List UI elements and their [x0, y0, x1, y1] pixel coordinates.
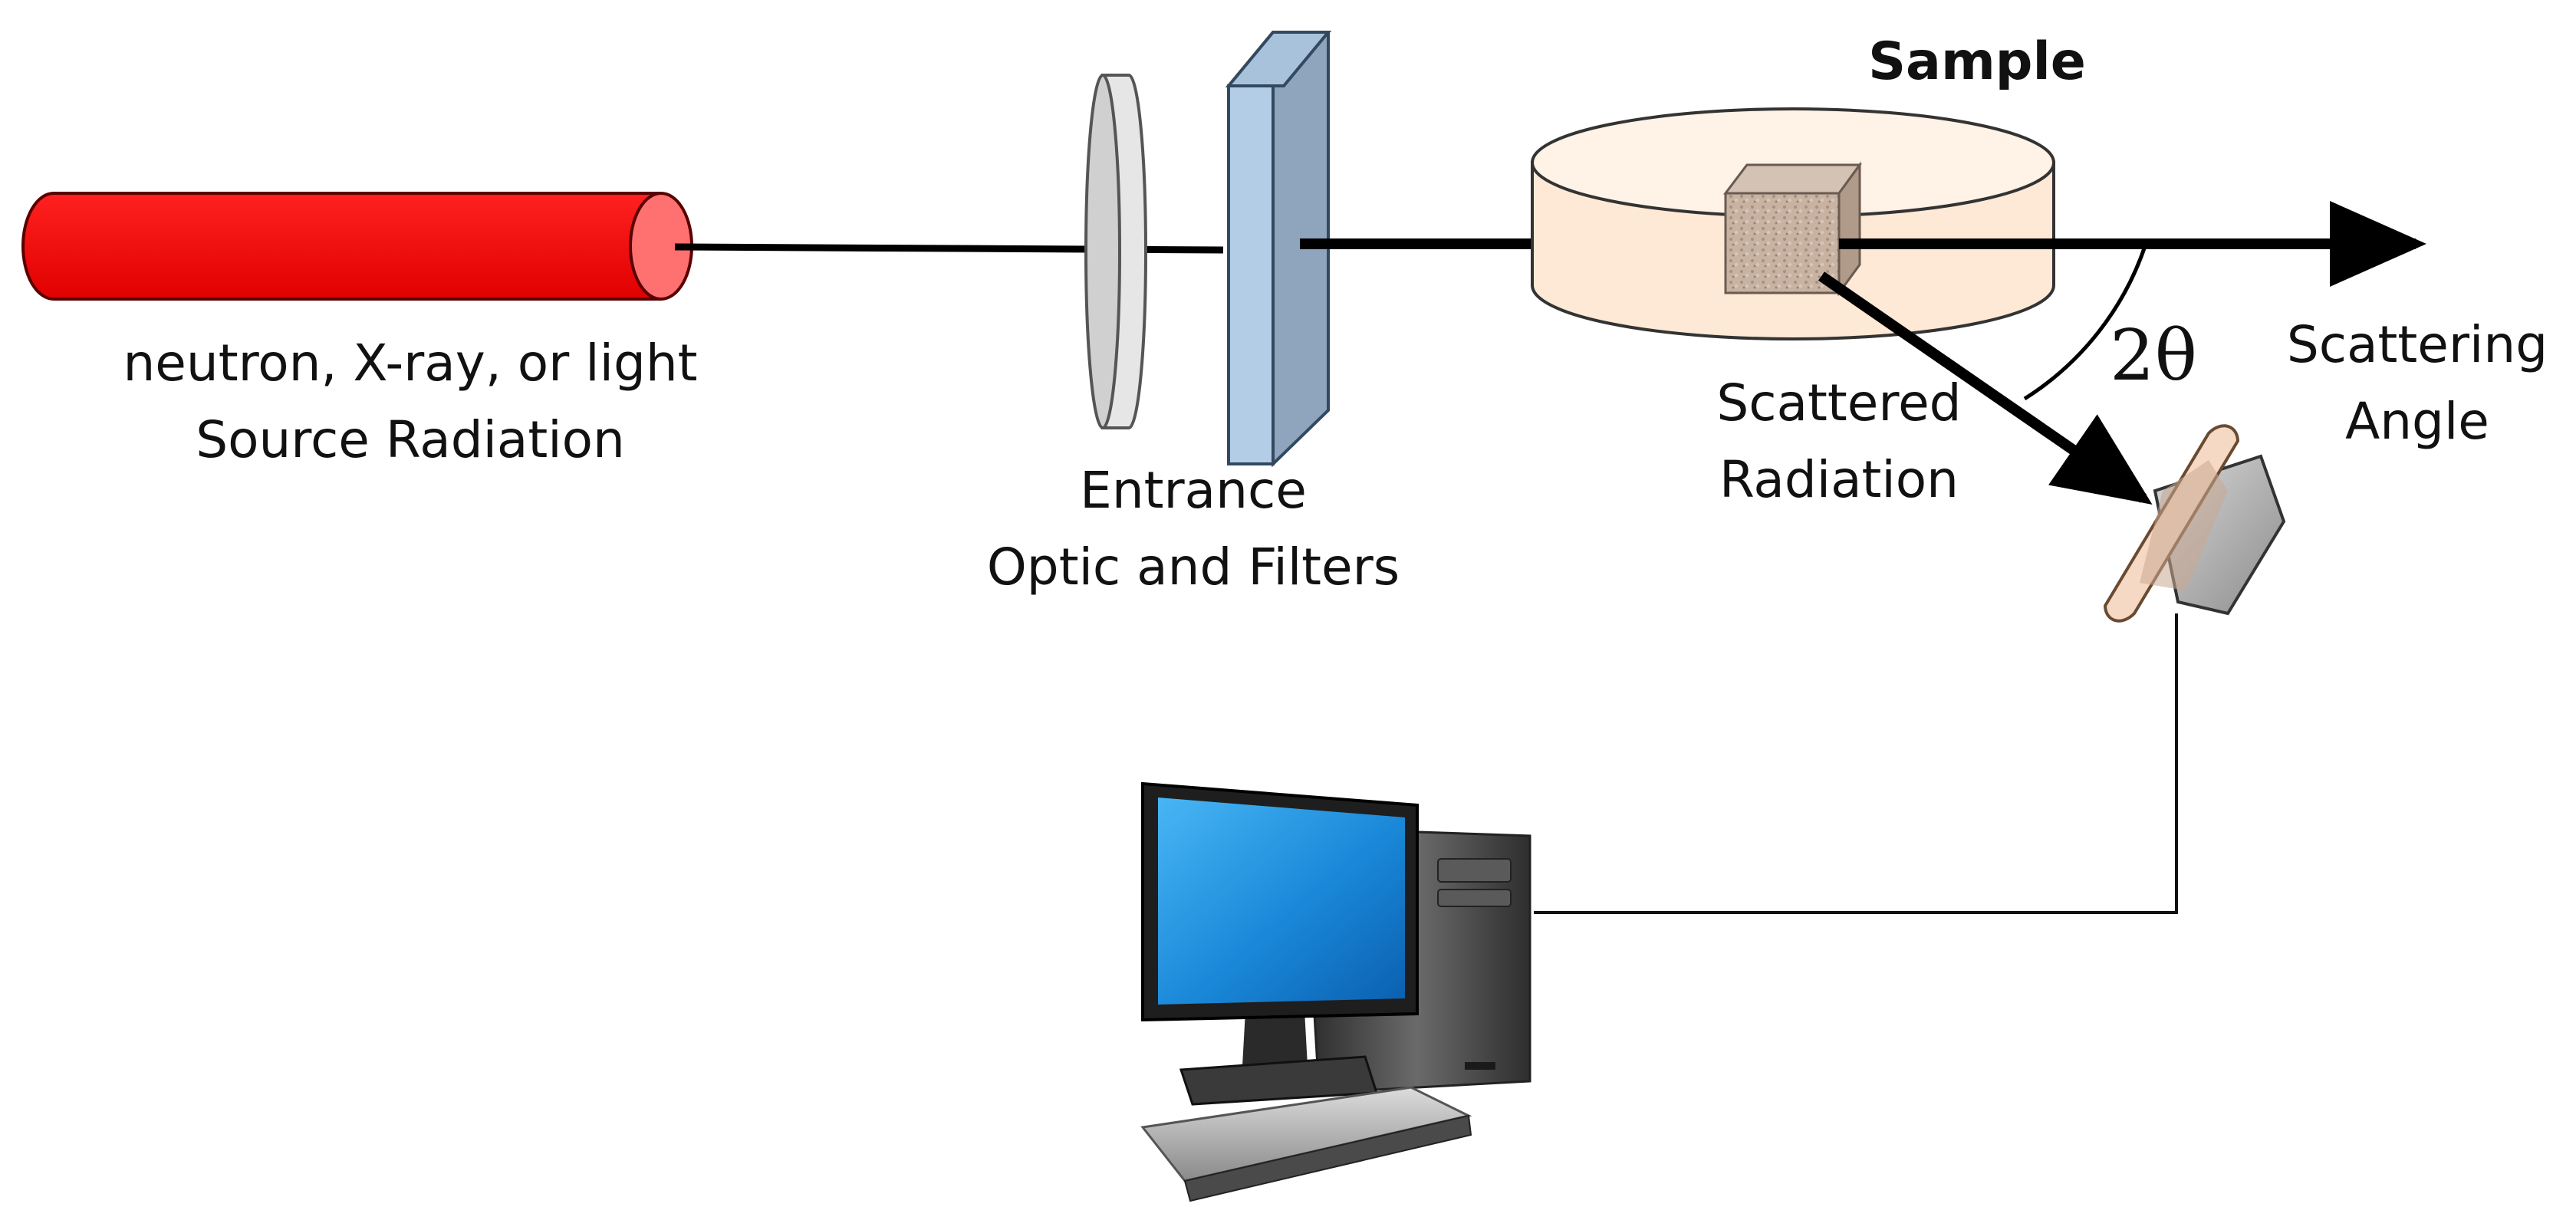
monitor-screen — [1158, 798, 1405, 1005]
label-scattered-line1: Scattered — [1716, 373, 1961, 432]
source-cylinder — [21, 192, 693, 301]
label-angle-line1: Scattering — [2287, 315, 2548, 374]
label-sample: Sample — [1868, 31, 2086, 92]
filter-slab — [1225, 31, 1332, 468]
label-scattered-line2: Radiation — [1719, 450, 1959, 509]
angle-arc — [2023, 243, 2148, 401]
detector-cable — [1534, 613, 2178, 914]
label-two-theta: 2θ — [2110, 314, 2197, 396]
label-angle-line2: Angle — [2345, 392, 2489, 451]
label-source-line1: neutron, X-ray, or light — [123, 334, 697, 393]
computer-icon — [1140, 781, 1531, 1202]
sample-cube — [1722, 161, 1862, 297]
detector-icon — [2103, 424, 2286, 623]
label-entrance-line2: Optic and Filters — [987, 538, 1400, 597]
label-source-line2: Source Radiation — [196, 410, 625, 469]
lens-disc — [1084, 74, 1147, 429]
scattered-beam — [1818, 271, 2153, 505]
label-entrance-line1: Entrance — [1080, 461, 1307, 520]
